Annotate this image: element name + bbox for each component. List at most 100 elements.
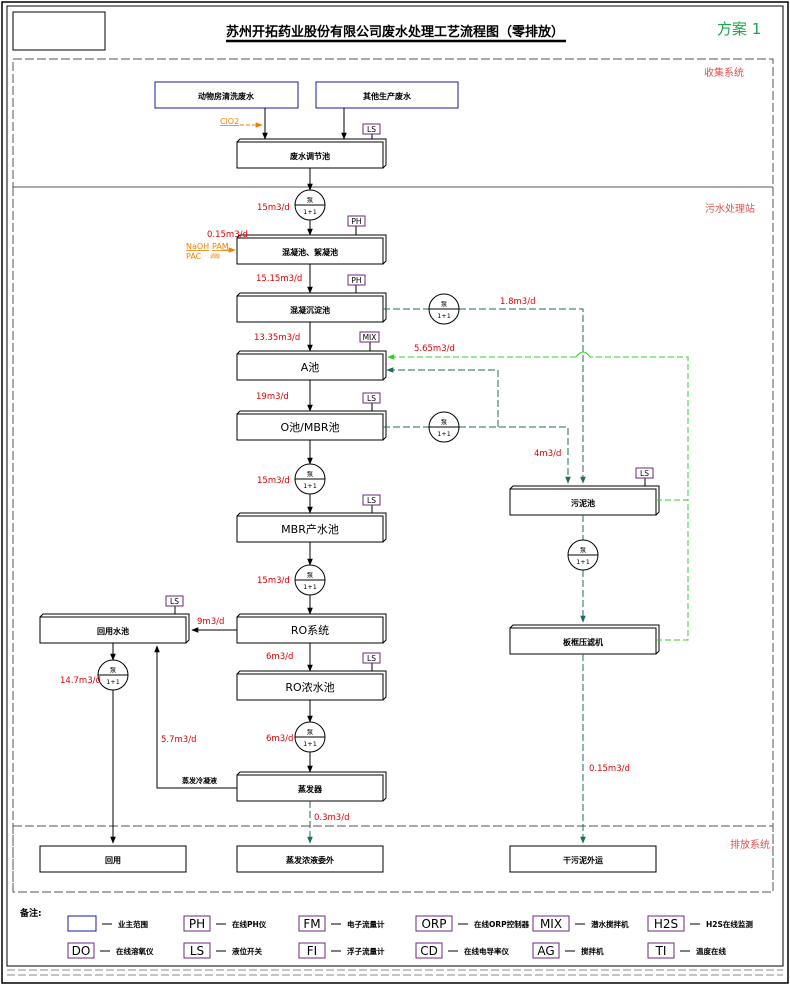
section-discharge-label: 排放系统 xyxy=(730,838,770,851)
tag-ph-coag: PH xyxy=(347,215,366,235)
logo-box xyxy=(12,11,106,51)
svg-text:LS: LS xyxy=(367,394,376,403)
dose-naoh: NaOH xyxy=(186,242,209,251)
legend-code: CD xyxy=(420,944,438,958)
legend-swatch xyxy=(183,942,211,959)
svg-text:LS: LS xyxy=(367,125,376,134)
legend-swatch xyxy=(298,942,326,959)
svg-text:泵: 泵 xyxy=(441,418,448,426)
svg-text:LS: LS xyxy=(170,597,179,606)
legend-desc: H2S在线监测 xyxy=(706,919,753,929)
svg-text:PH: PH xyxy=(351,217,361,226)
svg-text:LS: LS xyxy=(367,496,376,505)
section-collect-label: 收集系统 xyxy=(704,66,744,79)
legend-swatch xyxy=(532,942,560,959)
box-coag-tank: 混凝池、絮凝池 xyxy=(236,234,387,265)
dose-pac: PAC xyxy=(186,252,202,261)
legend-desc: 液位开关 xyxy=(232,946,262,956)
flow-label-12: 5.7m3/d xyxy=(161,735,196,745)
flow-label-15: 5.65m3/d xyxy=(414,344,455,354)
legend-code: LS xyxy=(190,944,204,958)
legend-swatch xyxy=(183,915,211,932)
pump-3: 泵 1+1 xyxy=(294,564,326,596)
box-other-wastewater xyxy=(315,81,459,109)
flow-label-11: 14.7m3/d xyxy=(60,676,101,686)
flow-label-2: 0.15m3/d xyxy=(207,230,248,240)
box-animal-wastewater-label: 动物房清洗废水 xyxy=(198,91,255,101)
flow-label-14: 1.8m3/d xyxy=(500,297,535,307)
svg-text:泵: 泵 xyxy=(110,666,117,674)
box-a-tank: A池 xyxy=(236,350,387,381)
flow-label-17: 0.15m3/d xyxy=(589,764,630,774)
svg-text:1+1: 1+1 xyxy=(576,558,590,566)
return-sludge-tank xyxy=(590,356,689,501)
legend-desc: 业主范围 xyxy=(118,919,148,929)
box-filter-press: 板框压滤机 xyxy=(509,624,660,655)
box-dry-sludge-out: 干污泥外运 xyxy=(509,845,657,873)
legend-item: 业主范围 xyxy=(67,915,148,932)
svg-text:泵: 泵 xyxy=(580,546,587,554)
legend-desc: 在线PH仪 xyxy=(232,919,267,929)
legend-desc: 在线电导率仪 xyxy=(464,946,509,956)
sludge-pump-to-sludge-tank xyxy=(459,308,586,484)
page-title: 苏州开拓药业股份有限公司废水处理工艺流程图（零排放） xyxy=(226,24,564,40)
evap-condensate-label: 蒸发冷凝液 xyxy=(182,776,218,785)
legend-code: ORP xyxy=(421,917,446,931)
legend-desc: 浮子流量计 xyxy=(347,946,385,956)
svg-text:LS: LS xyxy=(367,654,376,663)
legend-item: CD 在线电导率仪 xyxy=(415,942,509,959)
flow-label-9: 6m3/d xyxy=(266,652,293,662)
dose-clo2: ClO2 xyxy=(220,117,239,126)
legend-code: FI xyxy=(307,944,317,958)
box-evaporator: 蒸发器 xyxy=(236,771,387,802)
svg-text:1+1: 1+1 xyxy=(106,678,120,686)
box-reuse: 回用 xyxy=(39,845,187,873)
tag-ls-adjust: LS xyxy=(362,123,381,139)
flow-label-3: 15.15m3/d xyxy=(256,274,302,284)
pump-7: 泵 1+1 xyxy=(428,411,460,443)
pump-1: 泵 1+1 xyxy=(294,189,326,221)
box-adjust-tank-label: 废水调节池 xyxy=(290,151,330,161)
legend-swatch xyxy=(415,942,443,959)
svg-text:1+1: 1+1 xyxy=(437,312,451,320)
box-animal-wastewater xyxy=(154,81,299,109)
legend-code: TI xyxy=(655,944,667,958)
flow-label-13: 0.3m3/d xyxy=(314,813,349,823)
legend-swatch xyxy=(647,915,685,932)
tag-ls-reuse-tank: LS xyxy=(165,595,184,614)
tag-ls-ombr: LS xyxy=(362,392,381,411)
svg-text:泵: 泵 xyxy=(307,196,314,204)
pump-8: 泵 1+1 xyxy=(567,539,599,571)
pump-2: 泵 1+1 xyxy=(294,463,326,495)
box-reuse-tank: 回用水池 xyxy=(39,613,190,644)
legend-swatch xyxy=(298,915,326,932)
pump-6: 泵 1+1 xyxy=(428,293,460,325)
pump-4: 泵 1+1 xyxy=(294,721,326,753)
svg-text:PH: PH xyxy=(351,276,361,285)
legend-code: MIX xyxy=(540,917,562,931)
svg-text:泵: 泵 xyxy=(307,470,314,478)
box-residue-outsourced-label: 蒸发浓液委外 xyxy=(286,855,334,865)
box-other-wastewater-label: 其他生产废水 xyxy=(363,91,412,101)
legend-desc: 温度在线 xyxy=(696,946,726,956)
flow-label-5: 19m3/d xyxy=(256,392,289,402)
legend-swatch xyxy=(67,915,97,932)
section-treat-label: 污水处理站 xyxy=(705,202,755,215)
box-sludge-tank-label: 污泥池 xyxy=(571,498,595,508)
svg-text:泵: 泵 xyxy=(441,300,448,308)
pump-5: 泵 1+1 xyxy=(97,659,129,691)
sludge-return-to-a xyxy=(386,367,499,427)
box-residue-outsourced: 蒸发浓液委外 xyxy=(236,845,384,873)
svg-text:泵: 泵 xyxy=(307,571,314,579)
svg-text:MIX: MIX xyxy=(363,333,377,342)
box-mbr-product-tank-label: MBR产水池 xyxy=(281,522,339,536)
flow-evap-condensate-to-reuse-tank xyxy=(154,645,237,789)
flow-label-10: 6m3/d xyxy=(266,734,293,744)
